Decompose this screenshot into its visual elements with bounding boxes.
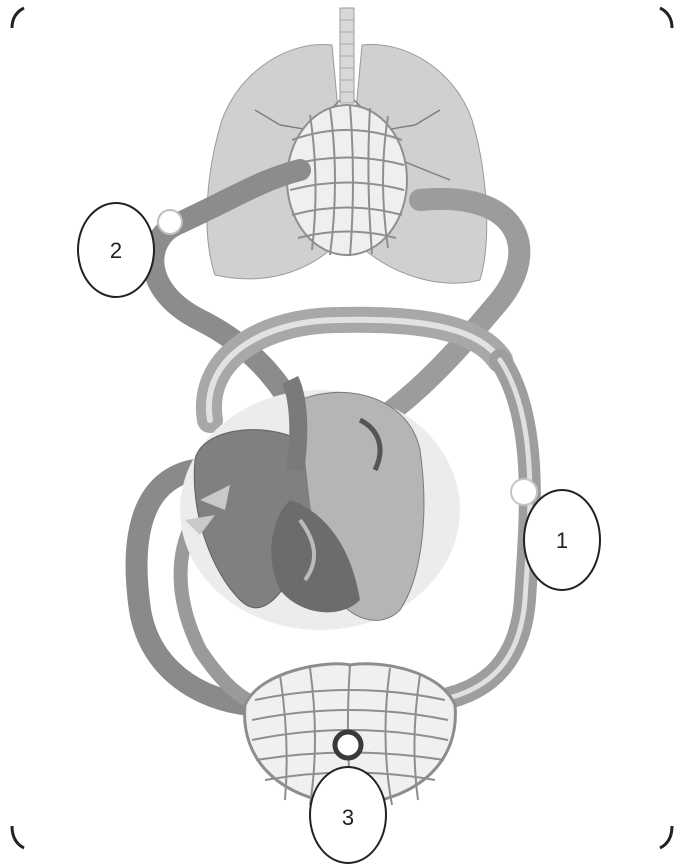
pulmonary-capillaries <box>287 105 407 256</box>
frame-corner-bottom-right <box>660 826 672 848</box>
frame-corner-bottom-left <box>12 826 24 848</box>
frame-corner-top-right <box>660 8 672 28</box>
trachea <box>340 8 354 103</box>
callout-3: 3 <box>310 767 386 863</box>
callout-3-label: 3 <box>342 805 354 830</box>
callout-1: 1 <box>524 490 600 590</box>
callout-1-label: 1 <box>556 528 568 553</box>
frame-corner-top-left <box>12 8 24 28</box>
marker-2-dot <box>158 210 182 234</box>
callout-2: 2 <box>78 203 154 297</box>
callout-2-label: 2 <box>110 238 122 263</box>
marker-1-dot <box>511 479 537 505</box>
marker-3-ring <box>335 732 361 758</box>
